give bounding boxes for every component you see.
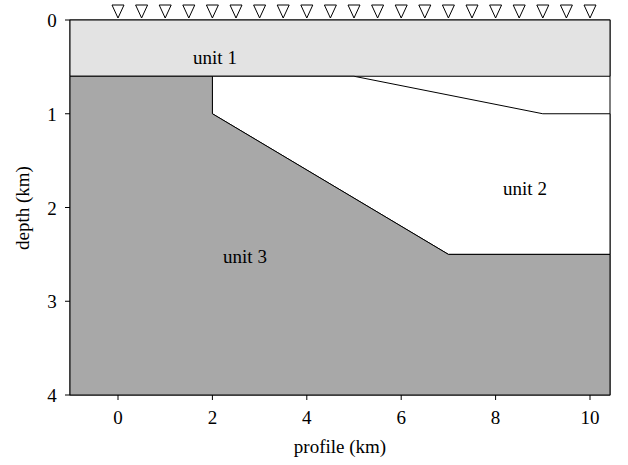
x-tick xyxy=(212,395,213,400)
station-marker xyxy=(466,5,478,18)
x-tick-label: 2 xyxy=(208,408,218,427)
station-marker xyxy=(442,5,454,18)
y-tick xyxy=(65,301,70,302)
unit-label: unit 2 xyxy=(503,179,547,198)
x-tick-label: 6 xyxy=(396,408,406,427)
y-tick-label: 1 xyxy=(47,104,57,123)
plot-frame xyxy=(70,20,610,395)
station-marker xyxy=(206,5,218,18)
x-tick xyxy=(590,395,591,400)
x-tick-label: 8 xyxy=(491,408,501,427)
axis-title: depth (km) xyxy=(13,166,32,250)
unit-region: unit 3 xyxy=(70,20,610,395)
station-marker xyxy=(490,5,502,18)
x-tick xyxy=(118,395,119,400)
station-marker xyxy=(324,5,336,18)
station-marker xyxy=(513,5,525,18)
x-tick xyxy=(495,395,496,400)
y-tick xyxy=(65,113,70,114)
station-marker xyxy=(395,5,407,18)
x-tick-label: 10 xyxy=(581,408,600,427)
unit-shape xyxy=(70,20,611,396)
receiver-stations xyxy=(112,5,596,18)
station-marker xyxy=(584,5,596,18)
axis-title: profile (km) xyxy=(294,437,386,456)
station-marker xyxy=(159,5,171,18)
station-marker xyxy=(419,5,431,18)
y-tick-label: 0 xyxy=(47,11,57,30)
y-tick xyxy=(65,20,70,21)
y-tick-label: 3 xyxy=(47,292,57,311)
y-tick xyxy=(65,207,70,208)
unit-label: unit 3 xyxy=(223,247,267,266)
station-marker xyxy=(348,5,360,18)
x-tick-label: 0 xyxy=(113,408,123,427)
station-marker xyxy=(277,5,289,18)
y-tick-label: 4 xyxy=(47,386,57,405)
station-marker xyxy=(254,5,266,18)
station-marker xyxy=(537,5,549,18)
y-tick xyxy=(65,395,70,396)
x-tick-label: 4 xyxy=(302,408,312,427)
station-marker xyxy=(183,5,195,18)
station-marker xyxy=(112,5,124,18)
station-marker xyxy=(230,5,242,18)
station-marker xyxy=(560,5,572,18)
station-marker xyxy=(136,5,148,18)
x-tick xyxy=(306,395,307,400)
unit-label: unit 1 xyxy=(193,48,237,67)
y-tick-label: 2 xyxy=(47,198,57,217)
station-marker xyxy=(301,5,313,18)
station-marker xyxy=(372,5,384,18)
unit-outline xyxy=(70,76,610,395)
x-tick xyxy=(401,395,402,400)
unit-outline xyxy=(70,20,610,76)
